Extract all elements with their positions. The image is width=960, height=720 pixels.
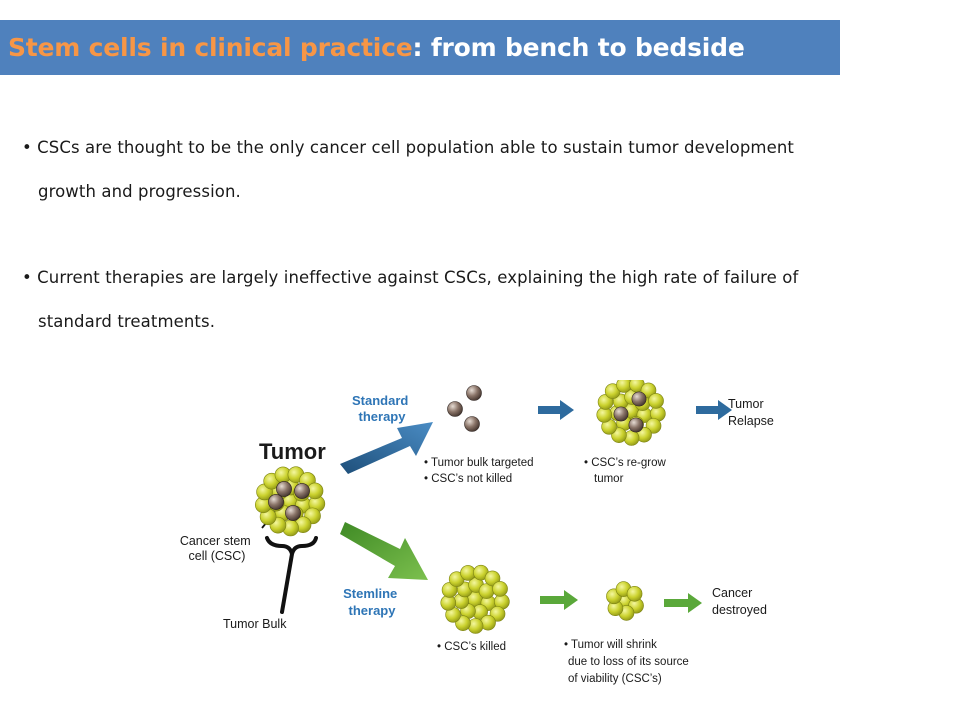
cancer-stem-cell (631, 391, 647, 407)
bulk-targeted-note: • Tumor bulk targeted • CSC’s not killed (424, 457, 537, 485)
tumor-cell (626, 585, 643, 602)
tumor-relapse-label: Tumor Relapse (728, 397, 774, 428)
cancer-stem-cell (268, 494, 284, 510)
shrunk-tumor-cluster (606, 581, 644, 621)
slide-title-highlight: Stem cells in clinical practice (8, 33, 413, 62)
tumor-cell (492, 581, 508, 597)
csc-killed-note: • CSC’s killed (437, 641, 506, 653)
bullet-line: • CSCs are thought to be the only cancer… (22, 138, 794, 157)
cancer-stem-cell (628, 417, 644, 433)
tumor-bulk-brace-stem (280, 552, 294, 614)
bullet-line: • Current therapies are largely ineffect… (22, 268, 799, 287)
bullet-line-continued: standard treatments. (38, 312, 216, 331)
step-arrow-green-2 (664, 593, 702, 613)
tumor-label: Tumor (259, 439, 326, 464)
step-arrow-green-1 (540, 590, 578, 610)
cancer-stem-cell (464, 416, 480, 432)
tumor-shrink-note: • Tumor will shrink due to loss of its s… (564, 639, 692, 685)
tumor-cell (597, 394, 614, 410)
cancer-stem-cell (613, 406, 629, 422)
bullet-point: • Current therapies are largely ineffect… (22, 256, 942, 344)
cancer-stem-cell (294, 483, 310, 499)
tumor-cell (648, 393, 664, 409)
bullet-point: • CSCs are thought to be the only cancer… (22, 126, 942, 214)
csc-label: Cancer stem cell (CSC) (180, 534, 254, 563)
slide-title-rest: : from bench to bedside (412, 33, 745, 62)
tumor-cell (616, 380, 632, 393)
tumor-cell (441, 582, 458, 598)
csc-killed-cluster (440, 564, 510, 634)
cancer-stem-cell (285, 505, 301, 521)
surviving-csc-cells (447, 385, 482, 432)
tumor-bulk-label: Tumor Bulk (223, 617, 287, 631)
stemline-therapy-label: Stemline therapy (343, 586, 401, 618)
stemline-therapy-arrow (340, 522, 428, 580)
tumor-bulk-brace (265, 536, 318, 555)
step-arrow-blue-1 (538, 400, 574, 420)
cancer-stem-cell (447, 401, 463, 417)
cancer-destroyed-label: Cancer destroyed (712, 586, 767, 617)
bullet-line-continued: growth and progression. (38, 182, 241, 201)
csc-regrow-note: • CSC’s re-grow tumor (584, 457, 669, 485)
standard-therapy-arrow (340, 422, 433, 474)
title-bar: Stem cells in clinical practice: from be… (0, 20, 840, 75)
cancer-stem-cell (466, 385, 482, 401)
standard-therapy-label: Standard therapy (352, 393, 412, 424)
step-arrow-blue-2 (696, 400, 732, 420)
regrown-tumor-cluster (596, 380, 666, 446)
cancer-stem-cell (276, 481, 292, 497)
tumor-cluster (254, 466, 326, 537)
csc-therapy-diagram: Tumor Cancer stem cell (CSC) Tumor Bulk … (180, 380, 774, 685)
